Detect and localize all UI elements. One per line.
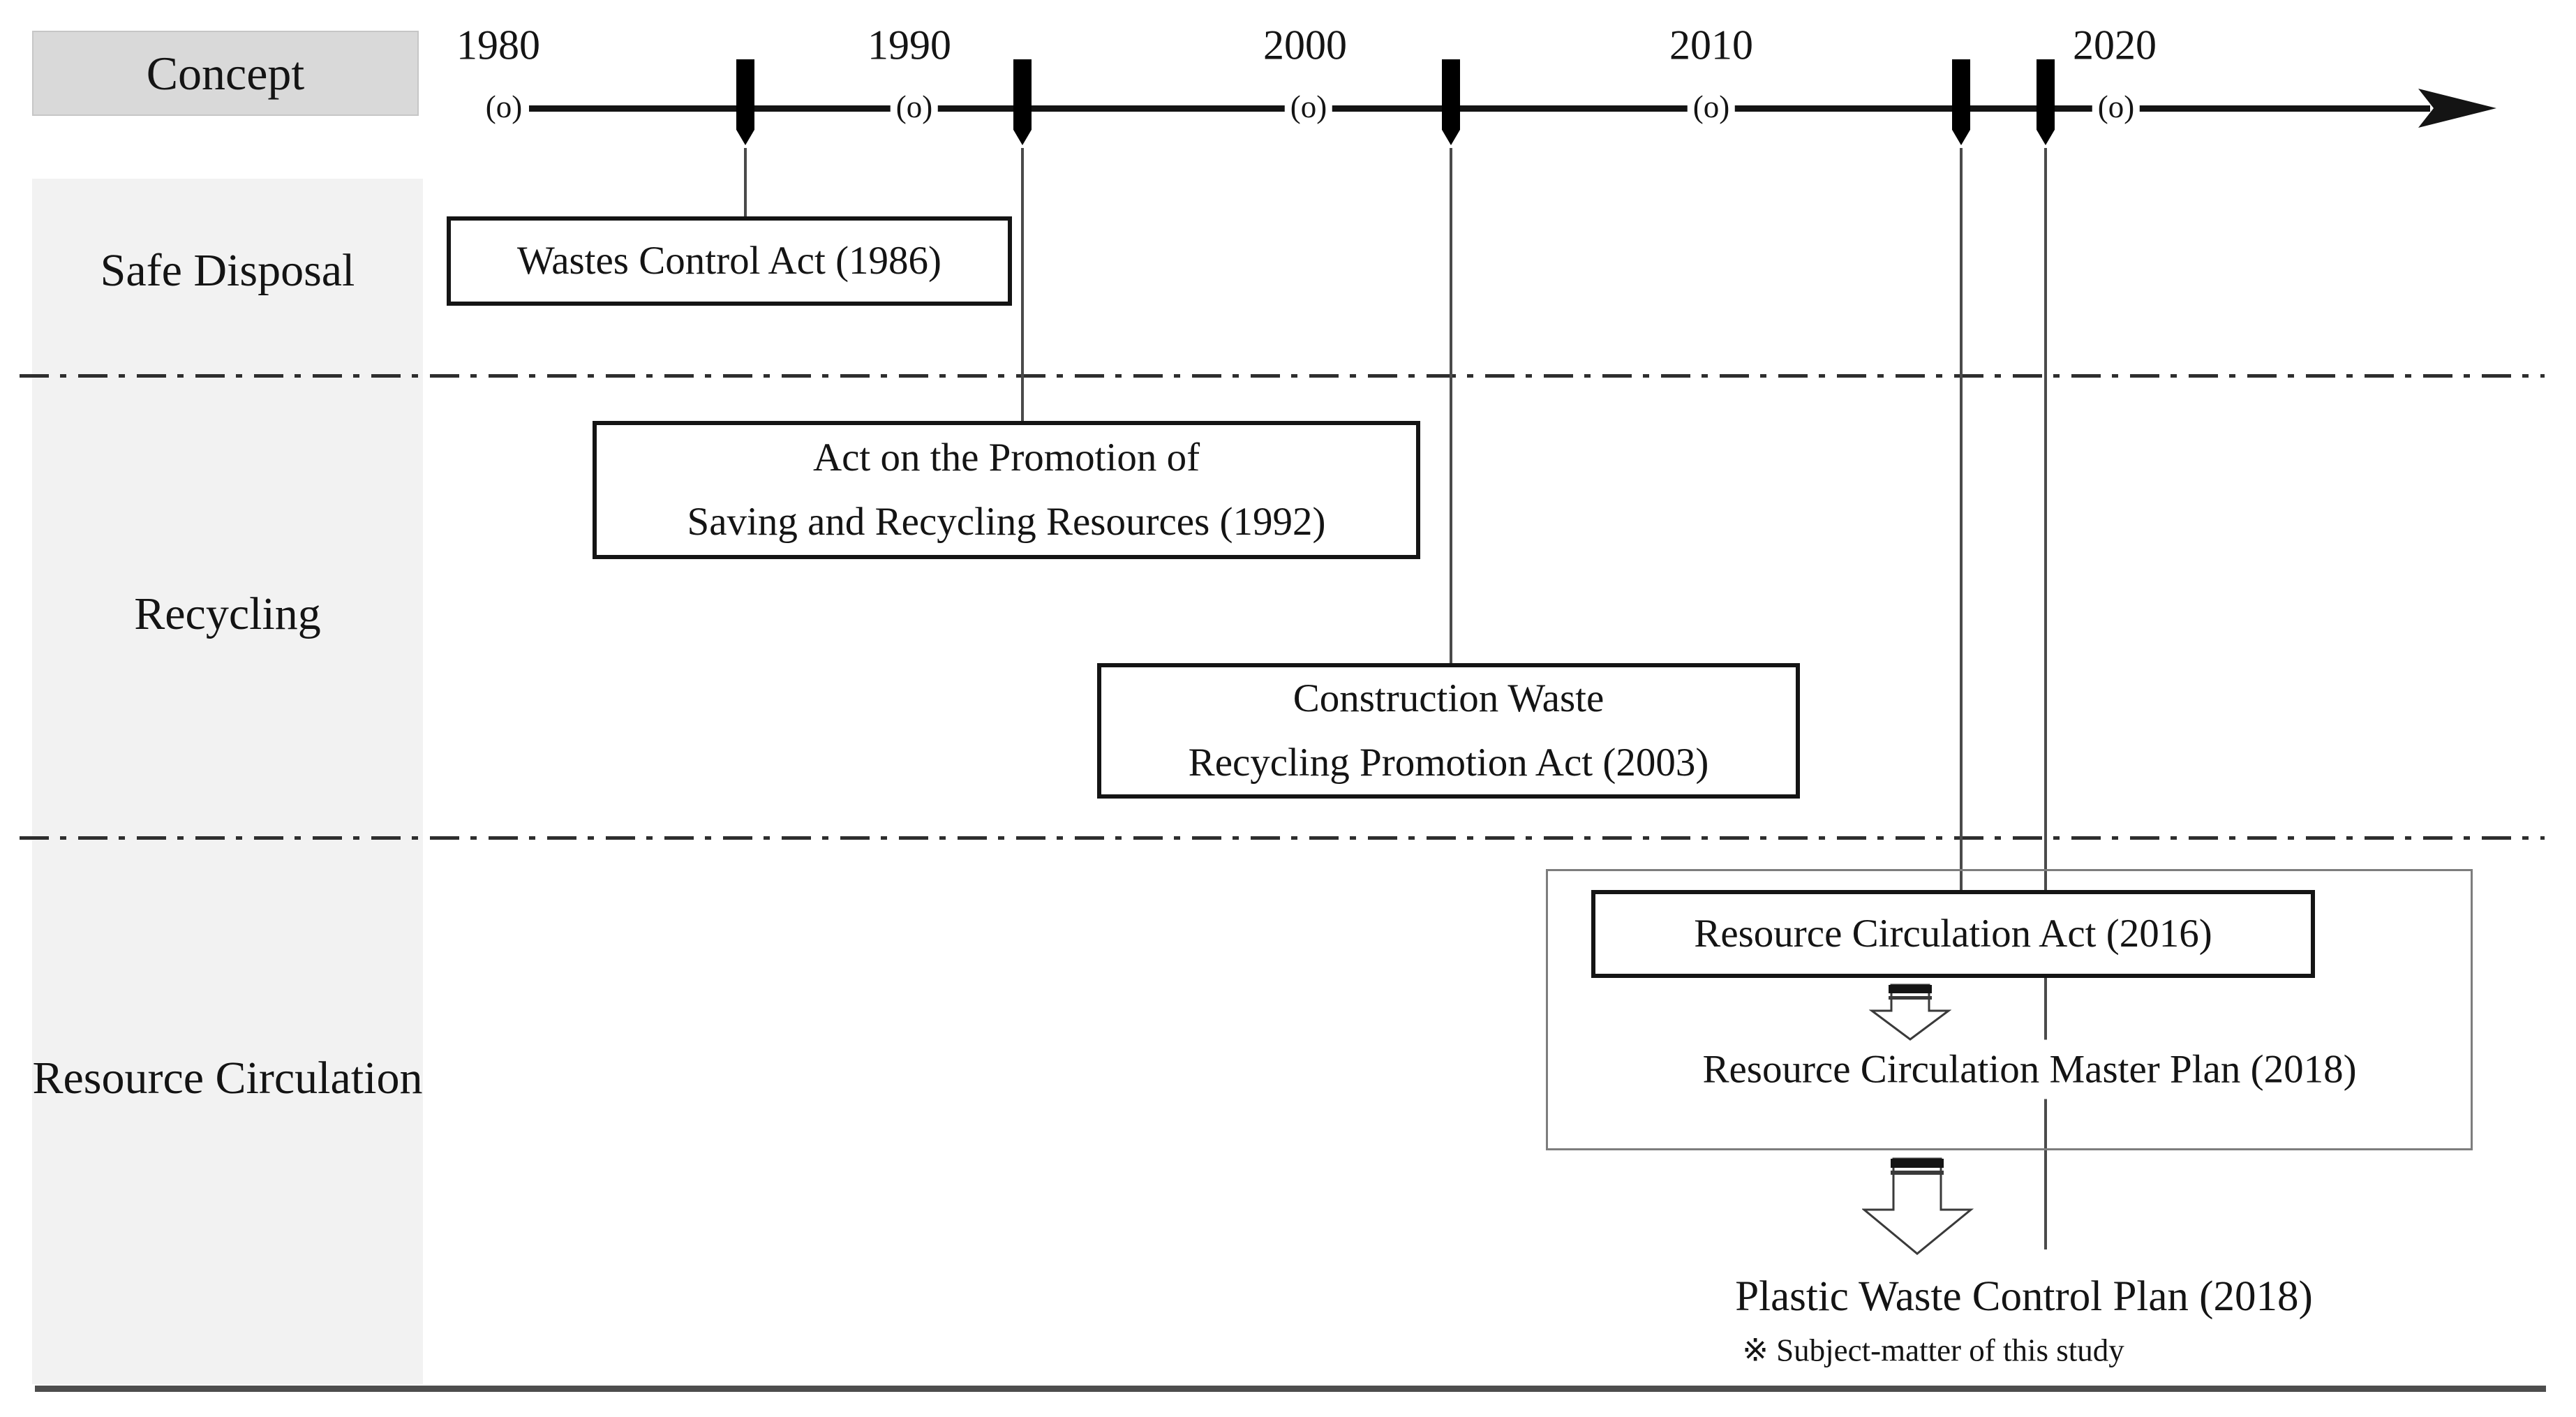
- tick-2016: [1952, 59, 1970, 145]
- row-label-recycling: Recycling: [134, 588, 321, 639]
- decade-marker-1980: (o): [479, 89, 528, 125]
- decade-marker-1990: (o): [890, 89, 939, 125]
- box-promotion-act-line1: Act on the Promotion of: [812, 435, 1200, 480]
- tick-1986: [736, 59, 754, 145]
- decade-marker-2000: (o): [1284, 89, 1333, 125]
- year-label-1990: 1990: [868, 22, 951, 68]
- row-label-safe-disposal: Safe Disposal: [100, 245, 355, 296]
- bottom-rule: [35, 1386, 2546, 1392]
- box-wastes-control-act-label: Wastes Control Act (1986): [516, 238, 942, 283]
- master-plan-label: Resource Circulation Master Plan (2018): [1684, 1039, 2375, 1099]
- box-construction-act-line2: Recycling Promotion Act (2003): [1188, 741, 1709, 785]
- drop-line-2003: [1450, 148, 1452, 663]
- row-label-band: [32, 179, 423, 1384]
- tick-2018: [2037, 59, 2055, 145]
- box-wastes-control-act: Wastes Control Act (1986): [447, 216, 1012, 306]
- box-resource-circulation-act: Resource Circulation Act (2016): [1591, 890, 2315, 978]
- box-promotion-act-line2: Saving and Recycling Resources (1992): [687, 500, 1326, 544]
- row-divider-1: [20, 374, 2545, 378]
- box-construction-act-line1: Construction Waste: [1293, 676, 1605, 720]
- drop-line-1986: [744, 148, 747, 216]
- box-construction-act: Construction Waste Recycling Promotion A…: [1097, 663, 1800, 799]
- year-label-2020: 2020: [2073, 22, 2157, 68]
- drop-line-2016: [1960, 148, 1963, 890]
- year-label-1980: 1980: [456, 22, 540, 68]
- box-promotion-act: Act on the Promotion of Saving and Recyc…: [593, 421, 1420, 559]
- drop-line-2018: [2044, 148, 2047, 1249]
- drop-line-1992: [1021, 148, 1024, 421]
- tick-1992: [1013, 59, 1032, 145]
- concept-label: Concept: [146, 46, 305, 100]
- plastic-plan-label: Plastic Waste Control Plan (2018): [1735, 1273, 2313, 1320]
- row-divider-2: [20, 836, 2545, 840]
- block-down-arrow-icon: [1869, 984, 1951, 1041]
- decade-marker-2010: (o): [1687, 89, 1736, 125]
- year-label-2010: 2010: [1669, 22, 1753, 68]
- year-label-2000: 2000: [1263, 22, 1347, 68]
- tick-2003: [1442, 59, 1460, 145]
- resource-circulation-group-box: [1546, 869, 2473, 1150]
- box-resource-circulation-act-label: Resource Circulation Act (2016): [1694, 911, 2212, 956]
- study-subject-note: ※ Subject-matter of this study: [1742, 1333, 2124, 1368]
- axis-arrowhead-icon: [2418, 89, 2496, 128]
- row-label-resource-circulation: Resource Circulation: [32, 1053, 423, 1104]
- block-down-arrow-icon: [1862, 1157, 1974, 1255]
- timeline-axis: [529, 105, 2430, 112]
- decade-marker-2020: (o): [2092, 89, 2141, 125]
- concept-header-cell: Concept: [32, 31, 419, 116]
